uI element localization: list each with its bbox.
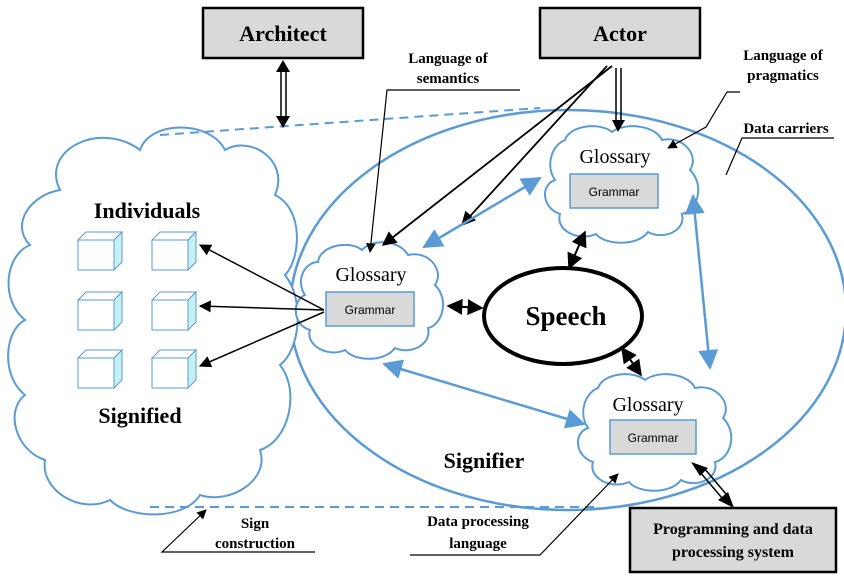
speech-top-arrow [567, 230, 587, 270]
cube-3 [76, 290, 124, 332]
pragmatics-callout [667, 91, 740, 149]
actor-double-arrow [612, 68, 625, 132]
left-grammar-box [325, 291, 415, 327]
speech-left-arrow [446, 298, 484, 316]
blue-arrow-top-bottom [684, 194, 719, 370]
actor-label: Actor [593, 21, 647, 46]
sign-construction-label-line1: Sign [241, 516, 270, 532]
top-grammar-label: Grammar [589, 185, 640, 199]
left-grammar-label: Grammar [345, 303, 396, 317]
cube-6 [150, 348, 198, 390]
programming-double-arrow [691, 462, 734, 508]
architect-box [201, 6, 365, 60]
sign-construction-label-line2: construction [215, 536, 296, 552]
data-processing-label-line2: language [449, 536, 507, 552]
bottom-grammar-label: Grammar [628, 431, 679, 445]
semantics-callout [366, 89, 520, 253]
signifier-label: Signifier [444, 448, 525, 473]
pragmatics-label-line1: Language of [743, 48, 824, 64]
data-processing-label-line1: Data processing [427, 514, 529, 530]
speech-label: Speech [526, 301, 607, 331]
cube-1 [76, 230, 124, 272]
blue-arrow-left-bottom [382, 359, 586, 429]
top-grammar-box [569, 173, 659, 209]
cube-5 [76, 348, 124, 390]
semantics-label-line1: Language of [408, 51, 489, 67]
signified-label: Signified [98, 403, 181, 428]
grammar-to-cube-bottom-arrow [198, 311, 325, 368]
individuals-label: Individuals [94, 198, 201, 223]
left-glossary-label: Glossary [335, 264, 406, 286]
data-carriers-callout [725, 137, 834, 176]
semantics-label-line2: semantics [417, 71, 480, 87]
programming-label-line1: Programming and data [653, 521, 813, 538]
data-carriers-label: Data carriers [743, 121, 829, 137]
sign-construction-callout [160, 509, 315, 553]
architect-double-arrow [276, 60, 290, 128]
grammar-to-cube-top-arrow [198, 244, 325, 311]
actor-to-left-glossary-arrow [381, 65, 613, 246]
programming-label-line2: processing system [672, 544, 795, 561]
cube-2 [150, 230, 198, 272]
speech-bottom-arrow [621, 346, 642, 377]
bottom-glossary-label: Glossary [612, 394, 683, 416]
bottom-grammar-box [609, 419, 697, 455]
top-glossary-label: Glossary [579, 146, 650, 168]
dashed-line-top [159, 107, 541, 136]
actor-box [538, 6, 702, 60]
cube-4 [150, 290, 198, 332]
blue-arrow-left-top [422, 176, 542, 249]
programming-box [628, 506, 838, 574]
data-processing-callout [410, 473, 619, 556]
architect-label: Architect [239, 21, 327, 46]
pragmatics-label-line2: pragmatics [747, 68, 819, 84]
grammar-to-cube-mid-arrow [198, 300, 325, 313]
